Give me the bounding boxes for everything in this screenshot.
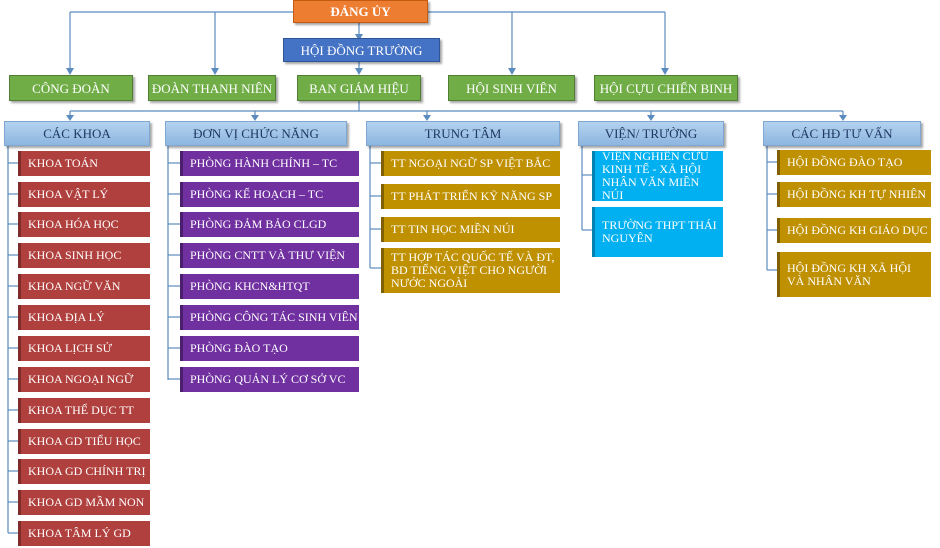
khoa-item: KHOA ĐỊA LÝ — [18, 305, 150, 330]
khoa-item: KHOA GD CHÍNH TRỊ — [18, 459, 150, 484]
khoa-item: KHOA NGỮ VĂN — [18, 274, 150, 299]
khoa-item: KHOA GD TIỂU HỌC — [18, 429, 150, 454]
phong-item: PHÒNG KHCN&HTQT — [180, 274, 359, 299]
khoa-item: KHOA LỊCH SỬ — [18, 336, 150, 361]
vien-item: TRƯỜNG THPT THÁI NGUYÊN — [592, 207, 723, 257]
phong-item: PHÒNG CNTT VÀ THƯ VIỆN — [180, 243, 359, 268]
khoa-item: KHOA THỂ DỤC TT — [18, 398, 150, 423]
khoa-item: KHOA HÓA HỌC — [18, 212, 150, 237]
hoi-sinh-vien-box: HỘI SINH VIÊN — [448, 75, 575, 101]
header-cac-khoa: CÁC KHOA — [4, 121, 150, 146]
phong-item: PHÒNG CÔNG TÁC SINH VIÊN — [180, 305, 359, 330]
khoa-item: KHOA TÂM LÝ GD — [18, 521, 150, 546]
vien-item: VIỆN NGHIÊN CỨU KINH TẾ - XÃ HỘI NHÂN VĂ… — [592, 150, 723, 202]
tu-van-item: HỘI ĐỒNG KH GIÁO DỤC — [777, 218, 931, 243]
trung-tam-item: TT PHÁT TRIỂN KỸ NĂNG SP — [381, 184, 560, 209]
phong-item: PHÒNG QUẢN LÝ CƠ SỞ VC — [180, 367, 359, 392]
header-cac-hd-tu-van: CÁC HĐ TƯ VẤN — [763, 121, 921, 146]
cong-doan-box: CÔNG ĐOÀN — [9, 75, 133, 101]
tu-van-item: HỘI ĐỒNG KH XÃ HỘI VÀ NHÂN VĂN — [777, 252, 931, 297]
header-don-vi-chuc-nang: ĐƠN VỊ CHỨC NĂNG — [165, 121, 347, 146]
header-trung-tam: TRUNG TÂM — [366, 121, 560, 146]
khoa-item: KHOA SINH HỌC — [18, 243, 150, 268]
doan-thanh-nien-box: ĐOÀN THANH NIÊN — [148, 75, 276, 101]
tu-van-item: HỘI ĐỒNG ĐÀO TẠO — [777, 150, 931, 175]
khoa-item: KHOA TOÁN — [18, 151, 150, 176]
phong-item: PHÒNG ĐÀO TẠO — [180, 336, 359, 361]
phong-item: PHÒNG HÀNH CHÍNH – TC — [180, 151, 359, 176]
khoa-item: KHOA GD MẦM NON — [18, 490, 150, 515]
hoi-cuu-chien-binh-box: HỘI CỰU CHIẾN BINH — [594, 75, 738, 101]
tu-van-item: HỘI ĐỒNG KH TỰ NHIÊN — [777, 182, 931, 207]
header-vien-truong: VIỆN/ TRƯỜNG — [578, 121, 724, 146]
khoa-item: KHOA VẬT LÝ — [18, 182, 150, 207]
trung-tam-item: TT NGOẠI NGỮ SP VIỆT BẮC — [381, 151, 560, 176]
ban-giam-hieu-box: BAN GIÁM HIỆU — [297, 75, 421, 101]
dang-uy-box: ĐẢNG ỦY — [293, 0, 428, 23]
trung-tam-item: TT HỢP TÁC QUỐC TẾ VÀ ĐT, BD TIẾNG VIỆT … — [381, 248, 560, 293]
khoa-item: KHOA NGOẠI NGỮ — [18, 367, 150, 392]
phong-item: PHÒNG ĐẢM BẢO CLGD — [180, 212, 359, 237]
phong-item: PHÒNG KẾ HOẠCH – TC — [180, 182, 359, 207]
hoi-dong-truong-box: HỘI ĐỒNG TRƯỜNG — [283, 38, 440, 62]
trung-tam-item: TT TIN HỌC MIỀN NÚI — [381, 217, 560, 242]
